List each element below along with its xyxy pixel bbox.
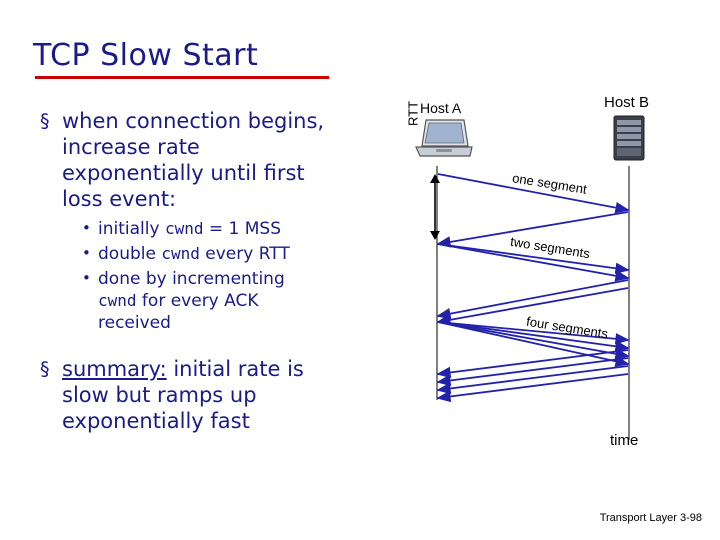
bullet-line-3: exponentially until first [62,161,305,185]
slow-start-diagram: Host A Host B RTT [400,92,700,472]
host-b-label: Host B [604,94,650,111]
sub-bullet-2-pre: double [98,244,162,264]
slide-footer: Transport Layer 3-98 [599,512,702,524]
packet-flow-arrows [436,166,630,440]
sub-bullet-list: • initially cwnd = 1 MSS • double cwnd e… [82,218,400,334]
sub-bullet-marker-icon: • [82,244,91,262]
sub-bullet-3-code: cwnd [98,291,137,310]
body-content: § when connection begins, increase rate … [40,108,400,438]
sub-bullet-marker-icon: • [82,269,91,287]
bullet-when-connection-begins: § when connection begins, increase rate … [40,108,400,212]
sub-bullet-2-post: every RTT [199,244,290,264]
sub-bullet-2-code: cwnd [161,244,200,263]
sub-bullet-marker-icon: • [82,219,91,237]
sub-bullet-initially-cwnd: • initially cwnd = 1 MSS [82,218,400,240]
title-underline [35,76,329,79]
summary-line-2: slow but ramps up [62,383,257,407]
bullet-summary: § summary: initial rate is slow but ramp… [40,356,400,434]
bullet-marker-icon: § [40,358,50,380]
sub-bullet-increment-per-ack: • done by incrementing cwnd for every AC… [82,268,400,334]
sub-bullet-double-cwnd: • double cwnd every RTT [82,243,400,265]
page-title: TCP Slow Start [33,38,259,73]
sub-bullet-3-post: for every ACK [136,291,259,311]
bullet-marker-icon: § [40,110,50,132]
bullet-line-2: increase rate [62,135,200,159]
sub-bullet-3-line3: received [98,313,171,333]
summary-rest: initial rate is [166,357,304,381]
summary-lead: summary: [62,357,167,381]
sub-bullet-1-pre: initially [98,219,165,239]
laptop-icon [415,119,473,157]
sub-bullet-3-pre: done by incrementing [98,269,285,289]
summary-line-3: exponentially fast [62,409,250,433]
host-a-label: Host A [420,100,462,116]
time-axis-label: time [610,432,639,449]
bullet-line-4: loss event: [62,187,177,211]
bullet-line-1: when connection begins, [62,109,325,133]
sub-bullet-1-code: cwnd [164,219,204,238]
sub-bullet-1-post: = 1 MSS [203,219,281,239]
server-icon [613,115,645,161]
